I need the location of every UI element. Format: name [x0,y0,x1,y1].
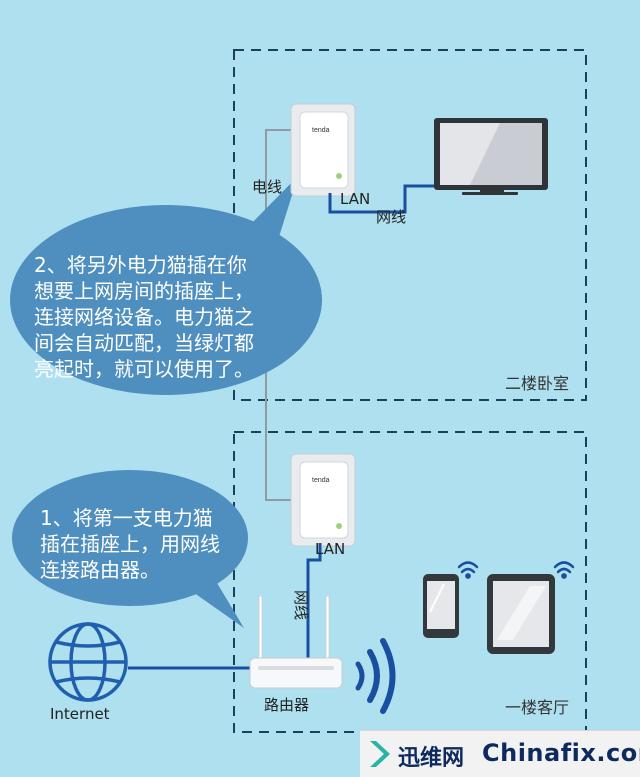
lan-label-top: LAN [340,190,371,208]
chevron-logo-icon [370,741,390,767]
internet-label: Internet [50,705,110,723]
cable-label-bottom: 网线 [292,590,310,621]
wifi-icon [553,561,575,579]
tablet-icon [487,574,555,654]
adapter-brand-label: tenda [312,127,330,134]
watermark-banner: 迅维网 Chinafix.com [360,730,640,777]
step1-line: 插在插座上，用网线 [40,532,220,556]
downstairs-room-label: 一楼客厅 [505,698,570,717]
downstairs-room-boundary [233,431,587,733]
wifi-icon [457,561,479,579]
step2-bubble [10,176,322,395]
upstairs-room-label: 二楼卧室 [505,374,570,393]
cable-label-top: 网线 [376,208,407,226]
step1-bubble [12,470,248,628]
step2-line: 连接网络设备。电力猫之 [34,305,254,329]
step2-text: 2、将另外电力猫插在你 想要上网房间的插座上， 连接网络设备。电力猫之 间会自动… [34,252,254,382]
phone-icon [423,574,459,638]
adapter-brand-label: tenda [312,477,330,484]
lan-label-bottom: LAN [315,540,346,558]
wifi-icon [355,638,396,714]
step2-line: 间会自动匹配，当绿灯都 [34,331,254,355]
step2-line: 2、将另外电力猫插在你 [34,253,247,277]
power-adapter-icon [290,453,356,547]
lan-cable-bottom [306,543,322,668]
watermark-brand-en: Chinafix.com [482,739,640,767]
power-adapter-icon [290,103,356,197]
watermark-brand-cn: 迅维网 [398,746,465,771]
globe-icon [48,622,128,702]
step1-line: 1、将第一支电力猫 [40,506,213,530]
step1-line: 连接路由器。 [40,558,160,582]
step2-line: 亮起时，就可以使用了。 [34,357,254,381]
step2-line: 想要上网房间的插座上， [34,279,254,303]
router-icon [249,595,343,689]
router-label: 路由器 [264,696,310,714]
power-line-label: 电线 [252,178,283,196]
lan-cable-top [328,184,434,214]
step1-text: 1、将第一支电力猫 插在插座上，用网线 连接路由器。 [40,505,220,583]
tv-icon [434,118,548,195]
